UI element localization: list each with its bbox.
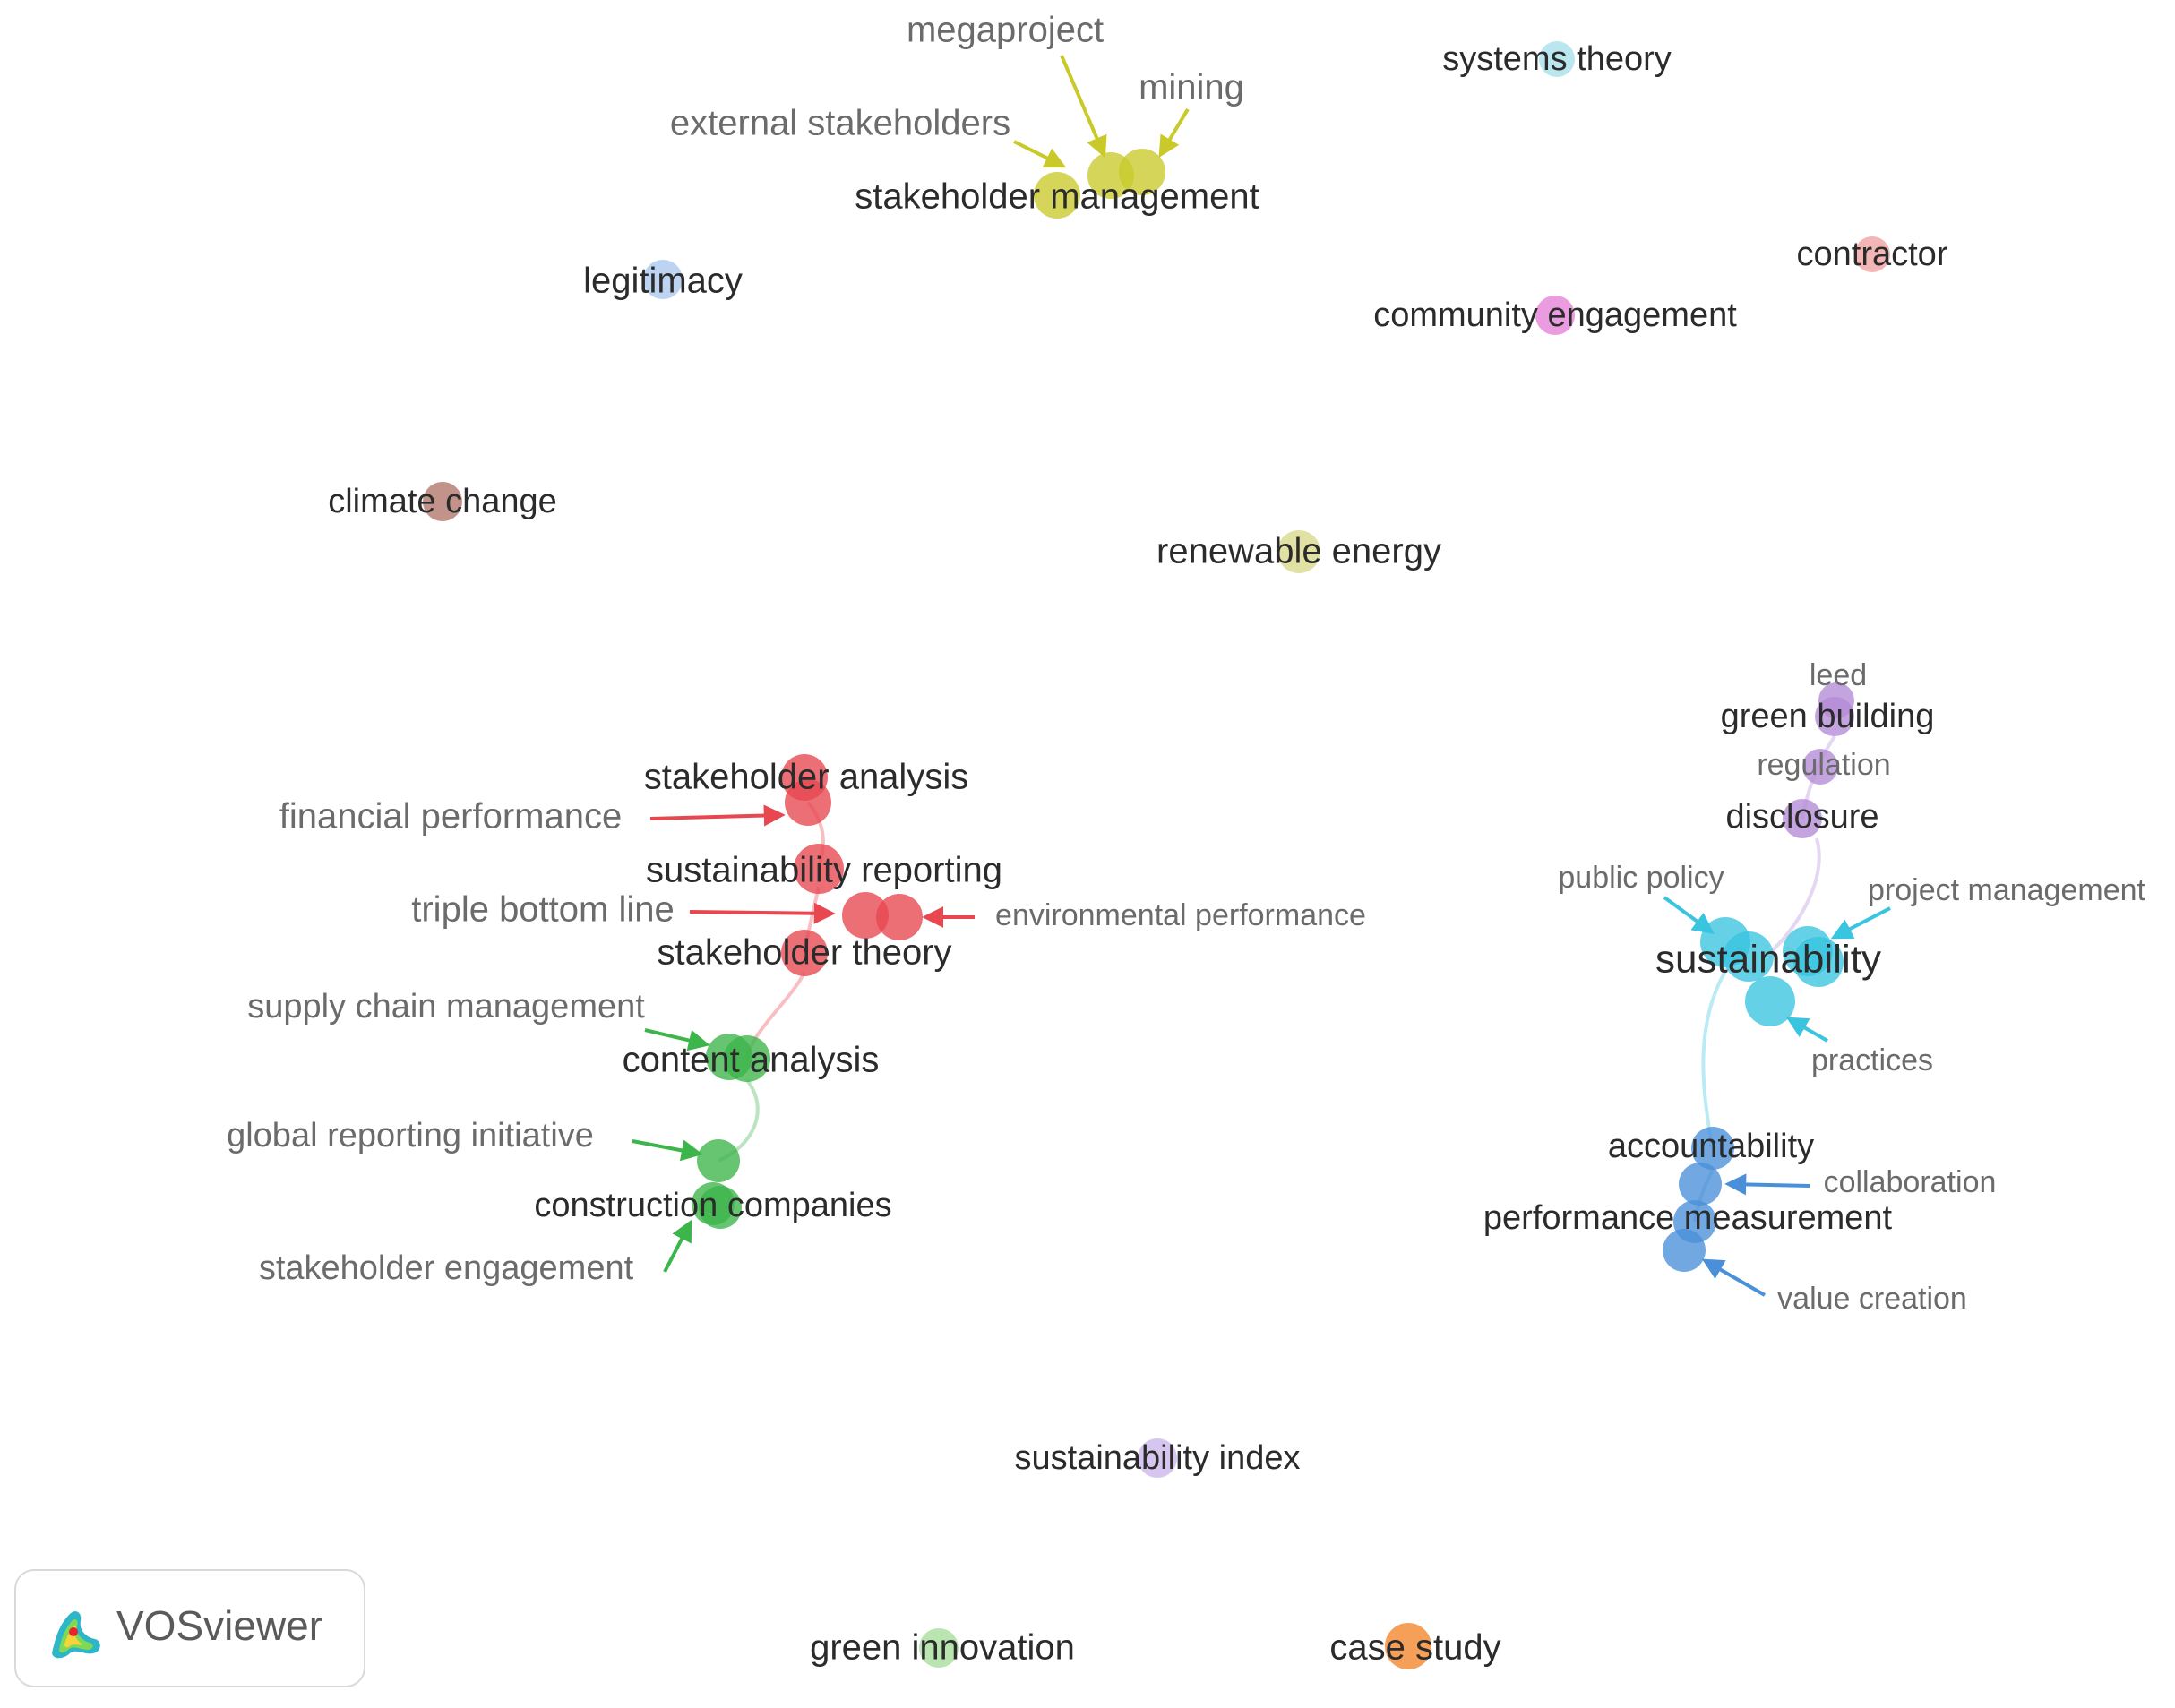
annotation-arrow-value-creation bbox=[1701, 1258, 1766, 1297]
annotation-arrow-supply-chain-management bbox=[644, 1028, 710, 1051]
annotation-arrow-global-reporting-initiative bbox=[632, 1139, 703, 1162]
node-label-disclosure[interactable]: disclosure bbox=[1725, 798, 1878, 836]
node-label-practices[interactable]: practices bbox=[1811, 1043, 1933, 1077]
node-label-stakeholder-analysis[interactable]: stakeholder analysis bbox=[644, 758, 968, 797]
node-label-triple-bottom-line[interactable]: triple bottom line bbox=[411, 890, 674, 930]
annotation-arrow-financial-performance bbox=[649, 804, 786, 827]
node-label-environmental-performance[interactable]: environmental performance bbox=[995, 898, 1366, 932]
node-label-green-innovation[interactable]: green innovation bbox=[810, 1628, 1075, 1668]
node-label-performance-measurement[interactable]: performance measurement bbox=[1483, 1199, 1893, 1237]
node-bubble-sustainability-reporting[interactable] bbox=[794, 844, 844, 894]
network-link bbox=[1701, 964, 1731, 1149]
node-bubble-stakeholder-theory[interactable] bbox=[781, 930, 828, 976]
vosviewer-brand-badge: VOSviewer bbox=[14, 1569, 365, 1687]
node-bubble-accountability[interactable] bbox=[1691, 1127, 1734, 1170]
node-label-systems-theory[interactable]: systems theory bbox=[1442, 40, 1672, 78]
node-label-public-policy[interactable]: public policy bbox=[1558, 861, 1724, 895]
node-bubble-collaboration[interactable] bbox=[1679, 1163, 1722, 1206]
node-bubble-green-innovation[interactable] bbox=[919, 1628, 959, 1668]
node-bubble-construction-companies[interactable] bbox=[699, 1186, 742, 1229]
node-bubble-legitimacy[interactable] bbox=[643, 260, 683, 299]
node-bubble-green-building[interactable] bbox=[1815, 697, 1854, 736]
node-label-community-engagement[interactable]: community engagement bbox=[1373, 296, 1737, 334]
node-bubble-stakeholder-analysis[interactable] bbox=[785, 779, 831, 826]
node-bubble-performance-measurement[interactable] bbox=[1663, 1229, 1706, 1272]
annotation-arrow-megaproject bbox=[1060, 55, 1107, 159]
node-label-external-stakeholders[interactable]: external stakeholders bbox=[670, 104, 1010, 143]
node-label-sustainability-index[interactable]: sustainability index bbox=[1015, 1439, 1301, 1477]
node-label-climate-change[interactable]: climate change bbox=[328, 483, 557, 520]
annotation-arrow-stakeholder-engagement bbox=[663, 1219, 692, 1273]
node-label-leed[interactable]: leed bbox=[1810, 658, 1867, 692]
node-label-content-analysis[interactable]: content analysis bbox=[623, 1041, 880, 1080]
node-bubble-disclosure[interactable] bbox=[1783, 799, 1822, 838]
node-label-construction-companies[interactable]: construction companies bbox=[534, 1187, 891, 1224]
node-bubble-sustainability-index[interactable] bbox=[1138, 1438, 1177, 1478]
annotation-arrow-triple-bottom-line bbox=[689, 902, 836, 924]
vosviewer-logo-icon bbox=[52, 1611, 100, 1659]
node-label-mining[interactable]: mining bbox=[1139, 68, 1244, 107]
node-label-accountability[interactable]: accountability bbox=[1608, 1128, 1814, 1165]
node-layer bbox=[423, 41, 1890, 1669]
label-layer: stakeholder management megaproject mining e… bbox=[227, 11, 2145, 1668]
node-bubble-systems-theory[interactable] bbox=[1539, 41, 1575, 77]
node-label-sustainability[interactable]: sustainability bbox=[1655, 938, 1881, 982]
node-label-stakeholder-management[interactable]: stakeholder management bbox=[855, 177, 1259, 217]
node-label-value-creation[interactable]: value creation bbox=[1777, 1282, 1967, 1316]
node-label-global-reporting-initiative[interactable]: global reporting initiative bbox=[227, 1117, 594, 1154]
annotation-arrow-project-management bbox=[1830, 906, 1891, 940]
node-label-legitimacy[interactable]: legitimacy bbox=[583, 262, 743, 301]
node-label-contractor[interactable]: contractor bbox=[1797, 236, 1948, 273]
node-label-collaboration[interactable]: collaboration bbox=[1824, 1165, 1997, 1199]
node-label-regulation[interactable]: regulation bbox=[1757, 748, 1890, 782]
annotation-arrow-mining bbox=[1158, 107, 1190, 159]
node-label-case-study[interactable]: case study bbox=[1329, 1628, 1500, 1668]
node-bubble-regulation[interactable] bbox=[1802, 749, 1838, 785]
node-bubble-case-study[interactable] bbox=[1385, 1623, 1431, 1669]
node-label-renewable-energy[interactable]: renewable energy bbox=[1156, 532, 1441, 571]
node-bubble-climate-change[interactable] bbox=[423, 482, 462, 521]
node-label-stakeholder-engagement[interactable]: stakeholder engagement bbox=[259, 1249, 634, 1287]
node-label-project-management[interactable]: project management bbox=[1868, 873, 2146, 907]
network-link bbox=[1770, 837, 1821, 953]
node-bubble-environmental-performance[interactable] bbox=[842, 892, 889, 939]
annotation-arrow-layer bbox=[632, 55, 1891, 1297]
node-label-sustainability-reporting[interactable]: sustainability reporting bbox=[646, 851, 1002, 890]
node-label-financial-performance[interactable]: financial performance bbox=[279, 797, 622, 837]
node-label-megaproject[interactable]: megaproject bbox=[907, 11, 1104, 50]
node-label-stakeholder-theory[interactable]: stakeholder theory bbox=[657, 933, 951, 973]
node-bubble-content-analysis[interactable] bbox=[724, 1035, 770, 1082]
annotation-arrow-public-policy bbox=[1663, 896, 1715, 934]
node-bubble-environmental-performance[interactable] bbox=[876, 894, 923, 940]
node-label-green-building[interactable]: green building bbox=[1721, 698, 1935, 735]
node-bubble-stakeholder-management[interactable] bbox=[1034, 172, 1080, 219]
node-label-supply-chain-management[interactable]: supply chain management bbox=[247, 988, 645, 1026]
node-bubble-community-engagement[interactable] bbox=[1535, 296, 1575, 335]
node-bubble-sustainability[interactable] bbox=[1724, 931, 1774, 982]
vosviewer-brand-name: VOSviewer bbox=[116, 1602, 323, 1649]
annotation-arrow-practices bbox=[1785, 1017, 1828, 1043]
node-bubble-sustainability[interactable] bbox=[1793, 937, 1844, 987]
node-bubble-stakeholder-management[interactable] bbox=[1119, 149, 1165, 195]
node-bubble-renewable-energy[interactable] bbox=[1277, 530, 1320, 573]
node-bubble-sustainability[interactable] bbox=[1745, 976, 1795, 1026]
node-bubble-contractor[interactable] bbox=[1854, 236, 1890, 272]
node-bubble-construction-companies[interactable] bbox=[697, 1139, 740, 1182]
annotation-arrow-collaboration bbox=[1724, 1173, 1810, 1196]
annotation-arrow-external-stakeholders bbox=[1013, 140, 1067, 168]
